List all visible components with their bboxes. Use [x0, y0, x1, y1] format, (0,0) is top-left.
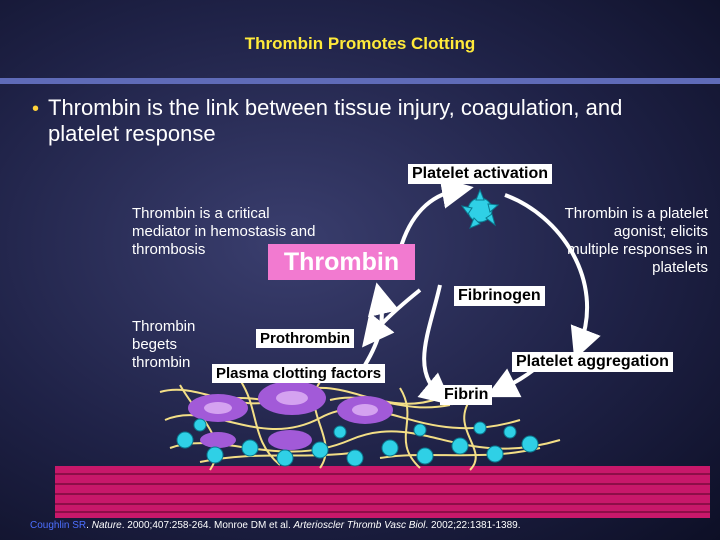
citation: Coughlin SR. Nature. 2000;407:258-264. M…: [30, 520, 521, 531]
plasma-clotting-factors-label: Plasma clotting factors: [212, 364, 386, 383]
slide-title: Thrombin Promotes Clotting: [244, 34, 476, 53]
title-divider: [0, 78, 720, 84]
fibrin-label: Fibrin: [440, 385, 493, 405]
citation-journal-1: Nature: [91, 520, 122, 531]
prothrombin-label: Prothrombin: [256, 329, 354, 348]
mediator-text: Thrombin is a critical mediator in hemos…: [132, 205, 316, 258]
platelet-aggregation-label: Platelet aggregation: [512, 352, 673, 372]
citation-ref-1: . 2000;407:258-264. Monroe DM et al.: [121, 520, 291, 531]
citation-journal-2: Arterioscler Thromb Vasc Biol: [293, 520, 426, 531]
agonist-text: Thrombin is a platelet agonist; elicits …: [564, 205, 708, 276]
bullet-icon: •: [32, 98, 40, 120]
thrombin-box: Thrombin: [268, 244, 415, 280]
bullet-text: Thrombin is the link between tissue inju…: [48, 95, 623, 146]
begets-text: Thrombin begets thrombin: [132, 318, 196, 371]
platelet-aggregate: [176, 418, 539, 467]
citation-ref-2: . 2002;22:1381-1389.: [425, 520, 521, 531]
citation-sep: .: [86, 520, 92, 531]
platelet-activation-label: Platelet activation: [408, 164, 553, 184]
tissue-layer: [55, 466, 710, 518]
fibrinogen-label: Fibrinogen: [454, 286, 545, 306]
citation-link[interactable]: Coughlin SR: [30, 520, 87, 531]
activated-platelet-icon: [460, 188, 500, 229]
cell-cluster: [188, 381, 393, 450]
